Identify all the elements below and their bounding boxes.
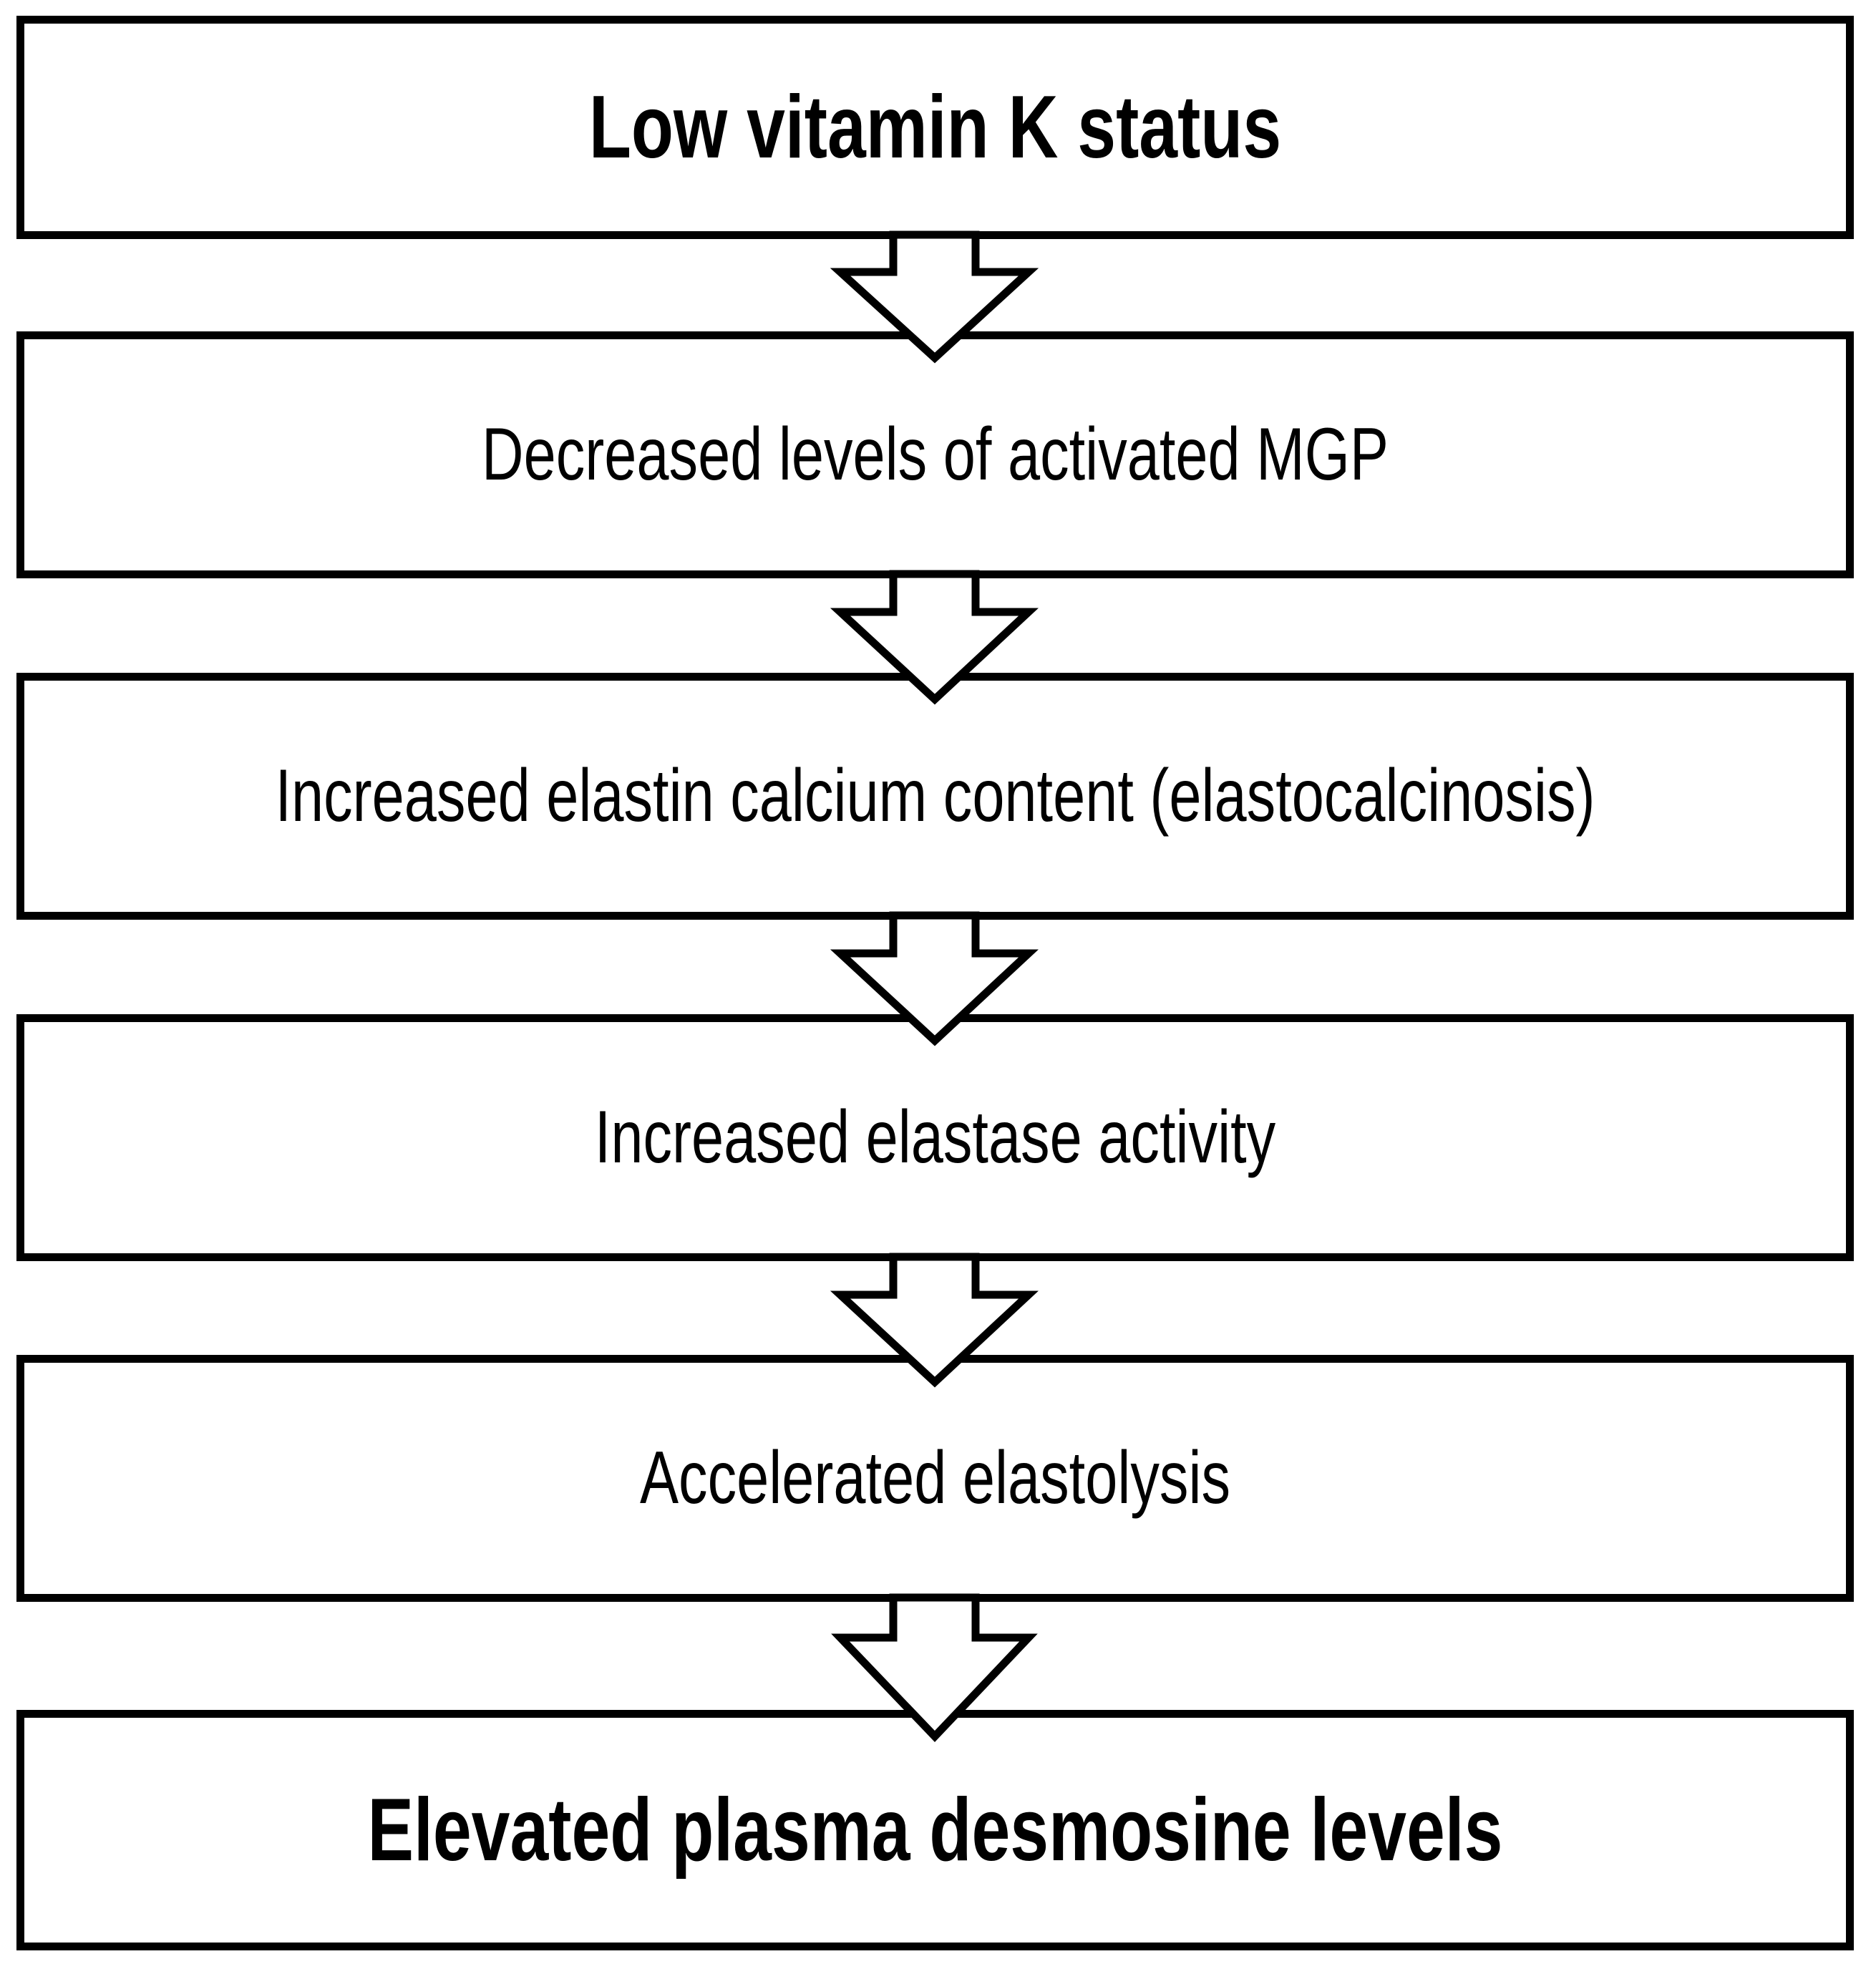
flow-node-label: Low vitamin K status xyxy=(588,77,1282,177)
flow-node-increased-elastin-calcium-content[interactable]: Increased elastin calcium content (elast… xyxy=(16,673,1854,920)
flow-node-increased-elastase-activity[interactable]: Increased elastase activity xyxy=(16,1014,1854,1261)
flow-node-accelerated-elastolysis[interactable]: Accelerated elastolysis xyxy=(16,1355,1854,1602)
flow-node-label: Decreased levels of activated MGP xyxy=(482,412,1389,496)
flow-node-label: Elevated plasma desmosine levels xyxy=(367,1780,1503,1880)
flow-node-label: Accelerated elastolysis xyxy=(639,1436,1231,1520)
flow-node-elevated-plasma-desmosine-levels[interactable]: Elevated plasma desmosine levels xyxy=(16,1710,1854,1950)
flow-node-label: Increased elastase activity xyxy=(594,1095,1276,1179)
flow-node-decreased-activated-mgp[interactable]: Decreased levels of activated MGP xyxy=(16,331,1854,578)
flow-node-low-vitamin-k-status[interactable]: Low vitamin K status xyxy=(16,16,1854,239)
flow-node-label: Increased elastin calcium content (elast… xyxy=(275,754,1595,837)
